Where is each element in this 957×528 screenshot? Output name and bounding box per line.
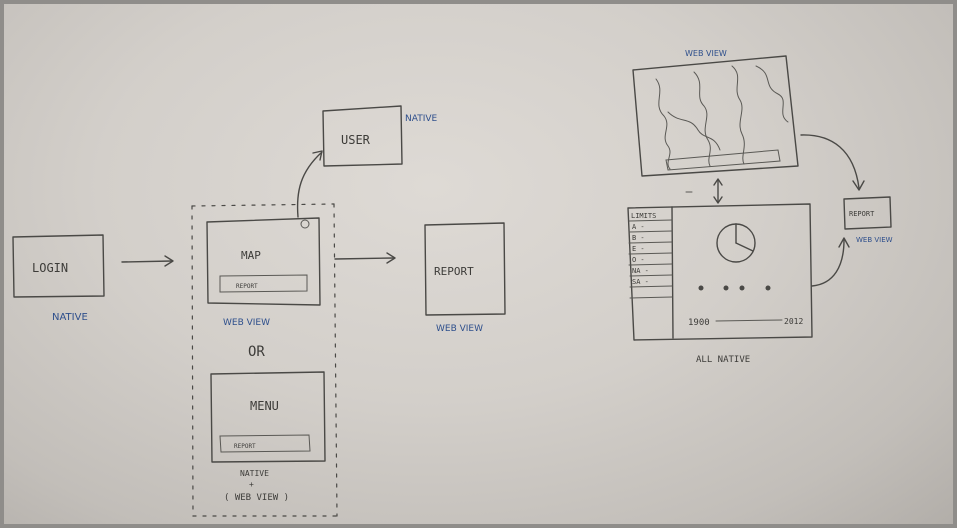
panel-list-item-3: E - (632, 245, 645, 253)
web-view-map-sketch: WEB VIEW (632, 49, 799, 177)
arrow-map-to-user (296, 150, 323, 218)
user-screen: USER NATIVE (322, 105, 437, 167)
login-native-tag: NATIVE (52, 312, 88, 323)
slider-start-label: 1900 (688, 318, 710, 328)
arrow-map-to-report (334, 252, 396, 264)
native-dashboard-panel: LIMITS A - B - E - O - NA - SA - 1900 20… (627, 203, 813, 365)
panel-sidebar-divider (671, 206, 674, 339)
menu-native-tag: NATIVE (240, 469, 269, 478)
menu-report-bar (219, 434, 311, 453)
report-webview-tag: WEB VIEW (436, 324, 483, 334)
arrow-native-to-report (811, 237, 850, 287)
small-report-screen: REPORT WEB VIEW (843, 196, 893, 244)
page-dot-4 (765, 285, 771, 291)
map-corner-icon (300, 219, 310, 229)
arrow-web-to-report (800, 134, 865, 191)
double-arrow-web-native (685, 178, 723, 204)
pie-chart-sketch (716, 223, 756, 263)
page-dot-1 (698, 285, 704, 291)
map-or-menu-group (191, 203, 338, 517)
map-report-bar-label: REPORT (236, 283, 258, 290)
report-label: REPORT (434, 265, 474, 278)
login-screen: LOGIN NATIVE (12, 234, 105, 323)
or-label: OR (248, 344, 265, 360)
map-webview-tag: WEB VIEW (223, 318, 270, 328)
user-native-tag: NATIVE (405, 114, 437, 124)
all-native-label: ALL NATIVE (696, 355, 750, 365)
panel-list-item-2: B - (632, 234, 645, 242)
whiteboard-sketch: LOGIN NATIVE MAP REPORT WEB VIEW USER NA… (12, 49, 893, 517)
page-dot-2 (723, 285, 729, 291)
small-report-webview-tag: WEB VIEW (856, 236, 893, 244)
page-dot-3 (739, 285, 745, 291)
web-view-top-label: WEB VIEW (685, 49, 727, 58)
report-screen: REPORT WEB VIEW (424, 222, 506, 334)
map-label: MAP (241, 249, 261, 262)
menu-webview-tag: ( WEB VIEW ) (224, 493, 289, 503)
slider-end-label: 2012 (784, 317, 803, 326)
login-label: LOGIN (32, 261, 68, 275)
menu-label: MENU (250, 399, 279, 413)
panel-list-item-6: SA - (632, 278, 649, 286)
small-report-label: REPORT (849, 210, 875, 218)
menu-screen: MENU REPORT NATIVE + ( WEB VIEW ) (210, 371, 326, 503)
user-label: USER (341, 133, 371, 147)
panel-list-item-4: O - (632, 256, 645, 264)
panel-list-item-1: A - (632, 223, 645, 231)
map-report-bar (219, 274, 308, 293)
map-screen: MAP REPORT WEB VIEW (206, 217, 321, 328)
year-slider: 1900 2012 (688, 317, 803, 328)
panel-list-item-0: LIMITS (631, 212, 656, 220)
panel-list-item-5: NA - (632, 267, 649, 275)
web-view-report-bar (665, 149, 781, 171)
arrow-login-to-map (121, 255, 174, 267)
menu-report-bar-label: REPORT (234, 443, 256, 450)
menu-plus-tag: + (249, 480, 254, 489)
